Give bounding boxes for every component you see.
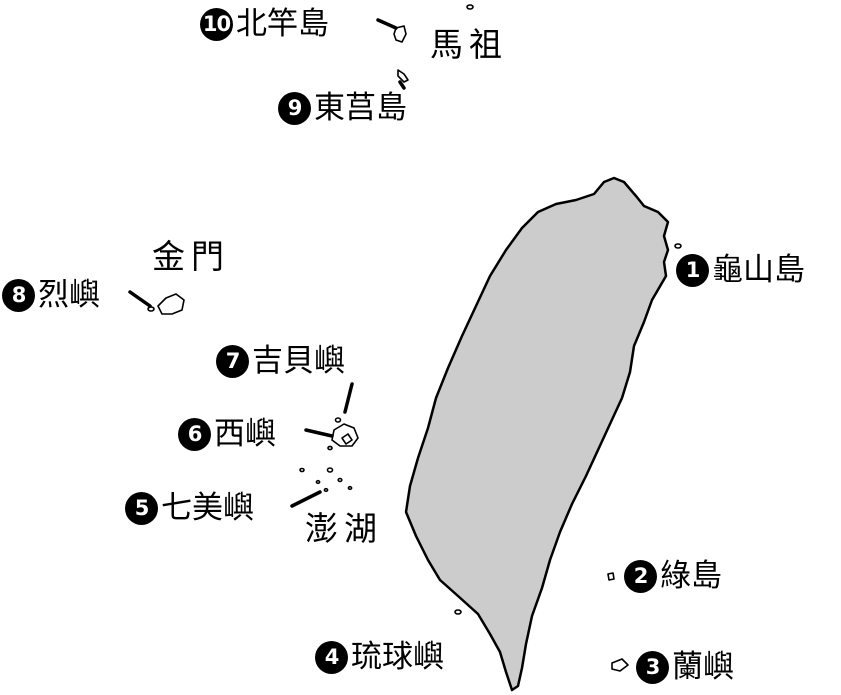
- leader-line-9: [398, 80, 406, 90]
- island-label-9: 9 東莒島: [278, 92, 407, 125]
- number-badge: 9: [278, 92, 311, 125]
- leader-line-8: [128, 290, 152, 308]
- island-name: 西嶼: [214, 416, 276, 452]
- number-badge: 7: [216, 345, 249, 378]
- green-island-islet: [607, 572, 615, 581]
- island-label-7: 7 吉貝嶼: [216, 345, 345, 378]
- lieyu-islet: [147, 306, 155, 312]
- island-label-2: 2 綠島: [624, 560, 722, 593]
- island-name: 七美嶼: [161, 490, 254, 526]
- dongju-islet: [397, 69, 409, 83]
- island-name: 吉貝嶼: [252, 343, 345, 379]
- island-name: 蘭嶼: [672, 649, 734, 685]
- leader-line-5: [290, 490, 322, 508]
- island-name: 龜山島: [712, 252, 805, 288]
- number-badge: 5: [125, 492, 158, 525]
- island-name: 綠島: [660, 558, 722, 594]
- island-label-6: 6 西嶼: [178, 418, 276, 451]
- number-badge: 6: [178, 418, 211, 451]
- island-label-3: 3 蘭嶼: [636, 651, 734, 684]
- island-name: 東莒島: [314, 90, 407, 126]
- liuqiu-islet: [454, 609, 462, 615]
- number-badge: 1: [676, 254, 709, 287]
- island-name: 烈嶼: [38, 277, 100, 313]
- leader-line-7: [343, 382, 354, 414]
- leader-line-6: [304, 428, 334, 438]
- island-name: 琉球嶼: [351, 639, 444, 675]
- island-label-5: 5 七美嶼: [125, 492, 254, 525]
- penghu-archipelago: [299, 417, 359, 493]
- number-badge: 2: [624, 560, 657, 593]
- guishan-islet: [674, 243, 682, 249]
- number-badge: 4: [315, 641, 348, 674]
- island-label-1: 1 龜山島: [676, 254, 805, 287]
- island-label-8: 8 烈嶼: [2, 279, 100, 312]
- leader-line-10: [376, 18, 398, 30]
- kinmen-island: [157, 293, 185, 315]
- island-name: 北竿島: [236, 6, 329, 42]
- group-label-kinmen: 金門: [152, 237, 230, 276]
- island-label-10: 10 北竿島: [200, 8, 329, 41]
- taiwan-main-island: [404, 176, 670, 692]
- number-badge: 8: [2, 279, 35, 312]
- number-badge: 10: [200, 8, 233, 41]
- group-label-penghu: 澎湖: [305, 509, 383, 548]
- group-label-matsu: 馬祖: [430, 25, 508, 64]
- orchid-island-islet: [611, 658, 629, 672]
- number-badge: 3: [636, 651, 669, 684]
- matsu-islet-north: [466, 4, 474, 10]
- island-label-4: 4 琉球嶼: [315, 641, 444, 674]
- beigan-islet: [393, 25, 407, 43]
